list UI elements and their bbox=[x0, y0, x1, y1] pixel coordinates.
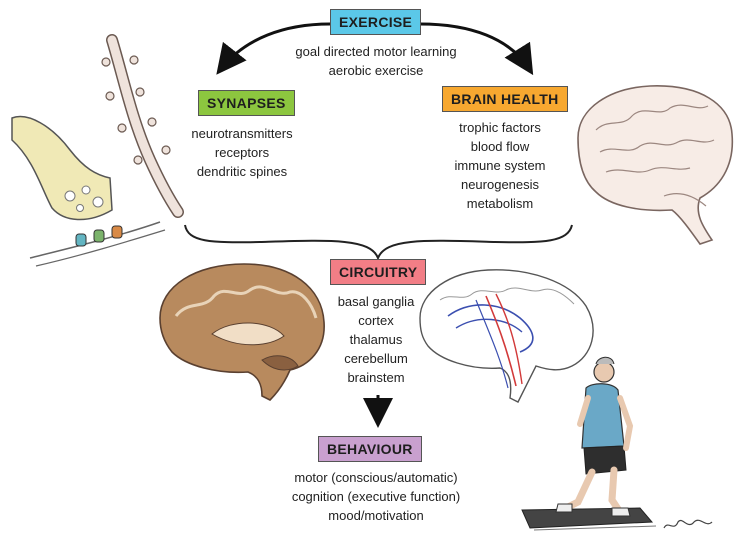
artist-signature bbox=[664, 520, 712, 528]
circuitry-item: thalamus bbox=[338, 330, 415, 349]
synapses-item: receptors bbox=[191, 143, 292, 162]
brain-health-item: trophic factors bbox=[454, 118, 545, 137]
walking-man-treadmill-illustration bbox=[522, 357, 656, 530]
exercise-items: goal directed motor learning aerobic exe… bbox=[295, 42, 456, 80]
circuitry-label: CIRCUITRY bbox=[330, 259, 426, 285]
brain-health-item: blood flow bbox=[454, 137, 545, 156]
brain-health-label: BRAIN HEALTH bbox=[442, 86, 568, 112]
brain-health-items: trophic factors blood flow immune system… bbox=[454, 118, 545, 213]
brain-circuitry-illustration bbox=[420, 270, 593, 402]
circuitry-item: cortex bbox=[338, 311, 415, 330]
circuitry-items: basal ganglia cortex thalamus cerebellum… bbox=[338, 292, 415, 387]
synapses-item: neurotransmitters bbox=[191, 124, 292, 143]
synapses-item: dendritic spines bbox=[191, 162, 292, 181]
brain-health-item: neurogenesis bbox=[454, 175, 545, 194]
exercise-label: EXERCISE bbox=[330, 9, 421, 35]
synapses-items: neurotransmitters receptors dendritic sp… bbox=[191, 124, 292, 181]
behaviour-item: motor (conscious/automatic) bbox=[292, 468, 460, 487]
circuitry-item: cerebellum bbox=[338, 349, 415, 368]
behaviour-label: BEHAVIOUR bbox=[318, 436, 422, 462]
behaviour-item: cognition (executive function) bbox=[292, 487, 460, 506]
behaviour-item: mood/motivation bbox=[292, 506, 460, 525]
circuitry-item: brainstem bbox=[338, 368, 415, 387]
circuitry-item: basal ganglia bbox=[338, 292, 415, 311]
brain-health-item: metabolism bbox=[454, 194, 545, 213]
behaviour-items: motor (conscious/automatic) cognition (e… bbox=[292, 468, 460, 525]
brain-health-item: immune system bbox=[454, 156, 545, 175]
exercise-item: goal directed motor learning bbox=[295, 42, 456, 61]
exercise-item: aerobic exercise bbox=[295, 61, 456, 80]
brain-sagittal-section-illustration bbox=[160, 264, 324, 400]
synapses-label: SYNAPSES bbox=[198, 90, 295, 116]
synapse-illustration bbox=[12, 40, 178, 266]
brace bbox=[185, 225, 572, 258]
brain-illustration bbox=[578, 86, 732, 244]
